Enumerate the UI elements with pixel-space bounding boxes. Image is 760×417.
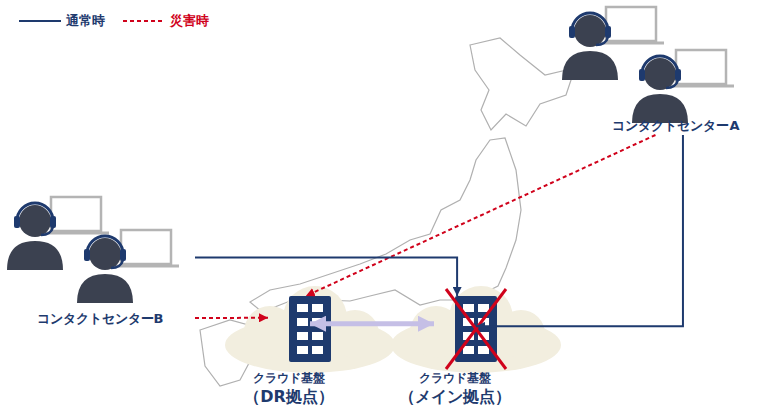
label-group: クラウド基盤（DR拠点） (244, 370, 334, 407)
legend-item: 災害時 (122, 12, 209, 30)
connector (476, 135, 683, 326)
connector (195, 317, 268, 319)
cloud-platform: クラウド基盤（DR拠点） (268, 296, 310, 362)
legend-item: 通常時 (18, 12, 105, 30)
label-group: クラウド基盤（メイン拠点） (399, 370, 511, 407)
failure-cross (446, 289, 506, 369)
japan-map (200, 38, 575, 386)
cloud-platform: クラウド基盤（メイン拠点） (434, 296, 476, 362)
node-title: クラウド基盤 (399, 370, 511, 386)
operator-icon (7, 7, 734, 303)
legend-line (123, 20, 165, 22)
connector (195, 258, 457, 296)
legend-sample (18, 16, 62, 26)
legend-sample (122, 16, 166, 26)
node-subtitle: （DR拠点） (244, 386, 334, 407)
legend-text: 災害時 (170, 12, 209, 30)
node-title: クラウド基盤 (244, 370, 334, 386)
connector (310, 321, 434, 326)
node-title: コンタクトセンターB (37, 310, 164, 328)
connector (306, 135, 656, 296)
contact-center: コンタクトセンターA (597, 5, 755, 135)
cloud-shape (225, 286, 561, 373)
server-icon (289, 296, 497, 362)
contact-center: コンタクトセンターB (5, 195, 195, 328)
legend-text: 通常時 (66, 12, 105, 30)
node-title: コンタクトセンターA (612, 117, 739, 135)
node-subtitle: （メイン拠点） (399, 386, 511, 407)
legend-line (19, 20, 61, 22)
